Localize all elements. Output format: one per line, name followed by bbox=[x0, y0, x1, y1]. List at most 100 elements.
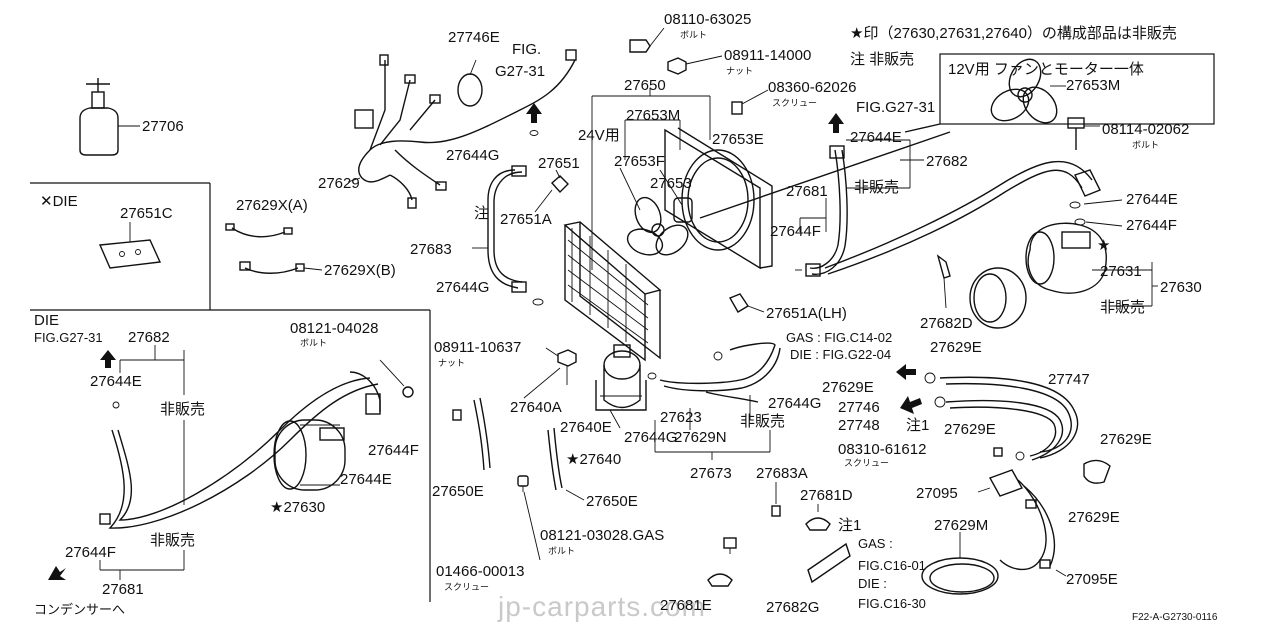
label-fig-top-a: FIG. bbox=[512, 41, 541, 58]
label-27640: ★27640 bbox=[566, 451, 621, 468]
arrow-left-a bbox=[896, 364, 916, 380]
label-27640A: 27640A bbox=[510, 399, 562, 416]
bolt-08110-drawing bbox=[629, 27, 665, 53]
inset-frames bbox=[30, 182, 431, 602]
label-27095E: 27095E bbox=[1066, 571, 1118, 588]
die-label-condenser: コンデンサーへ bbox=[34, 602, 125, 617]
label-27650: 27650 bbox=[624, 77, 666, 94]
bolt-08114-drawing bbox=[1067, 117, 1100, 150]
bottle-27706-drawing bbox=[79, 78, 140, 156]
label-chu: 注 bbox=[474, 205, 489, 222]
label-27629: 27629 bbox=[318, 175, 360, 192]
die-bracket-lines-b bbox=[99, 550, 185, 580]
die-label-27644E-b: 27644E bbox=[340, 471, 392, 488]
label-27747: 27747 bbox=[1048, 371, 1090, 388]
label-27644E-r: 27644E bbox=[1126, 191, 1178, 208]
label-27682-top: 27682 bbox=[926, 153, 968, 170]
relay-27095-drawing bbox=[977, 447, 1111, 497]
nut-27640A-drawing bbox=[452, 409, 462, 421]
label-08911a-sub: ナット bbox=[726, 66, 753, 76]
arrow-left-b bbox=[900, 396, 922, 414]
label-08310-sub: スクリュー bbox=[844, 458, 889, 468]
bracket-27682G-drawing bbox=[807, 542, 851, 584]
harness-27629-drawing bbox=[347, 49, 577, 209]
leader-27644E-r bbox=[1083, 199, 1123, 205]
die-arrow-up bbox=[100, 350, 116, 368]
clamp-27681E-drawing bbox=[707, 573, 733, 587]
watermark: jp-carparts.com bbox=[497, 591, 706, 622]
die-label-27644E-a: 27644E bbox=[90, 373, 142, 390]
hose-27683-drawing bbox=[472, 165, 544, 306]
label-08121b: 08121-03028.GAS bbox=[540, 527, 664, 544]
label-27644G-c: 27644G bbox=[768, 395, 821, 412]
label-08110-sub: ボルト bbox=[680, 30, 707, 40]
middle-bracket-lines bbox=[654, 395, 771, 460]
die-arrow-down bbox=[48, 566, 66, 580]
label-fig-c16-01: FIG.C16-01 bbox=[858, 558, 926, 573]
hoses-27747-drawing bbox=[924, 372, 1079, 461]
assembly-bracket-lines bbox=[591, 88, 711, 270]
not-sold-note: 注 非販売 bbox=[850, 51, 914, 68]
label-27681D: 27681D bbox=[800, 487, 853, 504]
die-label-27682: 27682 bbox=[128, 329, 170, 346]
condenser-27650-drawing bbox=[563, 221, 662, 362]
label-27644G-b: 27644G bbox=[436, 279, 489, 296]
label-27653: 27653 bbox=[650, 175, 692, 192]
inset-die-bracket-title: ✕DIE bbox=[40, 193, 78, 210]
label-gas-fig: GAS : FIG.C14-02 bbox=[786, 330, 892, 345]
label-hanbai-top: 非販売 bbox=[854, 179, 899, 196]
label-27653M-a: 27653M bbox=[626, 107, 680, 124]
label-08121b-sub: ボルト bbox=[548, 546, 575, 556]
label-chu1-a: 注1 bbox=[906, 417, 929, 434]
label-27681E: 27681E bbox=[660, 597, 712, 614]
fan-24v-drawing bbox=[619, 167, 693, 256]
label-fig-right: FIG.G27-31 bbox=[856, 99, 935, 116]
label-27629M: 27629M bbox=[934, 517, 988, 534]
bracket-27651ALH-drawing bbox=[728, 293, 765, 313]
leader-27640A bbox=[523, 367, 561, 399]
label-08360: 08360-62026 bbox=[768, 79, 856, 96]
bolt-08121b-drawing bbox=[723, 537, 737, 554]
die-label-27681: 27681 bbox=[102, 581, 144, 598]
label-27629E-d: 27629E bbox=[1100, 431, 1152, 448]
label-die2: DIE : bbox=[858, 576, 887, 591]
label-27629E-b: 27629E bbox=[822, 379, 874, 396]
receiver-27640-drawing bbox=[595, 344, 647, 411]
label-hanbai-r: 非販売 bbox=[1100, 299, 1145, 316]
label-27681-top: 27681 bbox=[786, 183, 828, 200]
die-label-08121-sub: ボルト bbox=[300, 338, 327, 348]
screw-08360-drawing bbox=[731, 89, 769, 115]
label-08911a: 08911-14000 bbox=[724, 47, 811, 64]
label-01466: 01466-00013 bbox=[436, 563, 524, 580]
label-08110: 08110-63025 bbox=[664, 11, 751, 28]
label-08911b-sub: ナット bbox=[438, 358, 465, 368]
fan-box-12v bbox=[904, 53, 1215, 133]
label-27682G: 27682G bbox=[766, 599, 819, 616]
bracket-27651-drawing bbox=[534, 169, 569, 213]
die-label-hanbai-a: 非販売 bbox=[160, 401, 205, 418]
label-27629XB: 27629X(B) bbox=[324, 262, 396, 279]
label-27629E-e: 27629E bbox=[1068, 509, 1120, 526]
die-compressor-drawing bbox=[273, 359, 414, 491]
die-label-08121: 08121-04028 bbox=[290, 320, 378, 337]
label-27644F-top: 27644F bbox=[770, 223, 821, 240]
label-star-right: ★ bbox=[1097, 237, 1110, 254]
die-label-27644F: 27644F bbox=[368, 442, 419, 459]
bracket-27651C-drawing bbox=[98, 222, 162, 269]
fan-box-title: 12V用 ファンとモーター一体 bbox=[948, 61, 1144, 78]
label-27630-r: 27630 bbox=[1160, 279, 1202, 296]
label-27650E-a: 27650E bbox=[432, 483, 484, 500]
label-27651ALH: 27651A(LH) bbox=[766, 305, 847, 322]
label-24v: 24V用 bbox=[578, 127, 620, 144]
pointer-line-fan bbox=[699, 131, 951, 219]
label-27651: 27651 bbox=[538, 155, 580, 172]
top-note: ★印（27630,27631,27640）の構成部品は非販売 bbox=[850, 25, 1177, 42]
harness-27629M-drawing bbox=[921, 479, 1067, 595]
label-27673: 27673 bbox=[690, 465, 732, 482]
bolt-08911b-drawing bbox=[557, 349, 577, 385]
label-27644G-d: 27644G bbox=[624, 429, 677, 446]
hose-bracket-lines-right bbox=[799, 139, 911, 232]
label-27653E: 27653E bbox=[712, 131, 764, 148]
label-27706: 27706 bbox=[142, 118, 184, 135]
